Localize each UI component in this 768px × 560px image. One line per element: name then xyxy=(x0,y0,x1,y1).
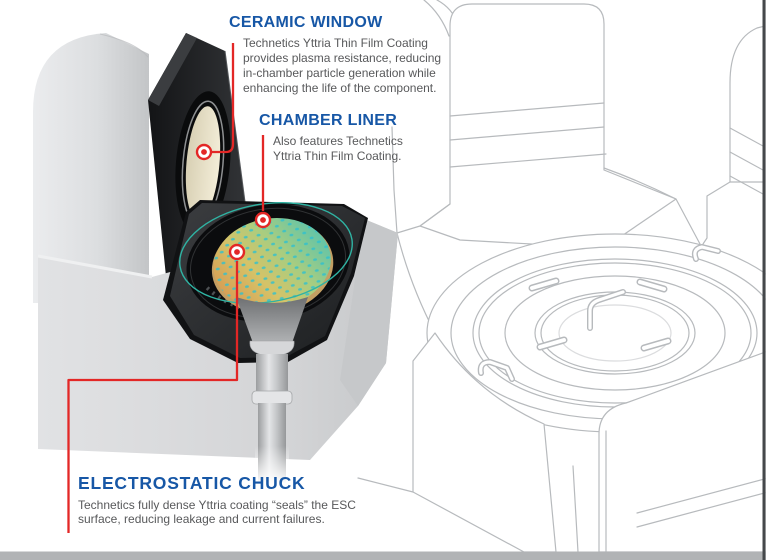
clamp-tabs xyxy=(528,277,672,352)
side-bracket-left xyxy=(477,359,515,382)
callout-chamber-liner: CHAMBER LINER Also features Technetics Y… xyxy=(259,112,439,164)
marker-chamber-liner xyxy=(254,211,272,229)
callout-description: Technetics fully dense Yttria coating “s… xyxy=(78,497,356,527)
leader-ceramic-window xyxy=(212,43,235,154)
lift-handle xyxy=(587,289,626,331)
chamber-liner-ring xyxy=(179,202,353,304)
callout-title: CHAMBER LINER xyxy=(259,112,398,129)
callout-ceramic-window: CERAMIC WINDOW Technetics Yttria Thin Fi… xyxy=(229,14,459,95)
side-bracket-right xyxy=(691,244,721,262)
marker-ceramic-window xyxy=(195,143,213,161)
callout-leaders xyxy=(67,43,265,533)
support-stem xyxy=(236,297,308,490)
callout-description: Also features Technetics Yttria Thin Fil… xyxy=(273,133,403,163)
process-chamber-lineart xyxy=(357,0,768,553)
leader-electrostatic-chuck xyxy=(67,261,239,533)
ceramic-window-disc xyxy=(175,91,231,235)
callout-electrostatic-chuck: ELECTROSTATIC CHUCK Technetics fully den… xyxy=(78,473,378,527)
chamber-front-right-block xyxy=(598,350,768,553)
bottom-page-edge xyxy=(0,551,768,560)
center-tower xyxy=(419,3,677,249)
reactor-assembly xyxy=(33,33,398,490)
right-tower xyxy=(729,25,766,183)
marker-electrostatic-chuck xyxy=(228,243,246,261)
callout-title: ELECTROSTATIC CHUCK xyxy=(78,473,306,493)
callout-description: Technetics Yttria Thin Film Coating prov… xyxy=(243,35,442,95)
callout-markers xyxy=(195,143,272,261)
right-page-edge xyxy=(762,0,766,560)
callout-title: CERAMIC WINDOW xyxy=(229,14,383,31)
tower-corner-curve xyxy=(423,0,450,37)
chamber-lid xyxy=(33,33,149,303)
